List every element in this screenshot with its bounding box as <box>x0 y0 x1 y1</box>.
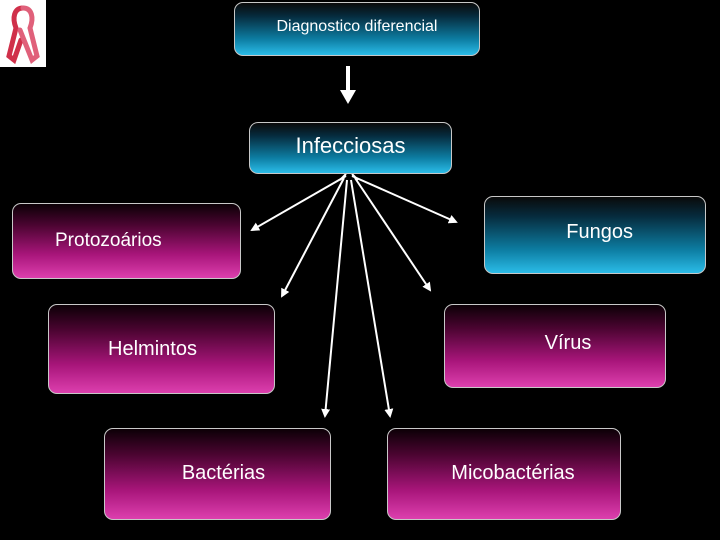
virus-box: Vírus <box>444 304 666 388</box>
diagnostico-title: Diagnostico diferencial <box>276 18 438 35</box>
micobacterias-box: Micobactérias <box>387 428 621 520</box>
micobacterias-label: Micobactérias <box>451 461 575 484</box>
infecciosas-box: Infecciosas <box>249 122 452 174</box>
virus-label: Vírus <box>544 331 592 354</box>
protozoarios-box: Protozoários <box>12 203 241 279</box>
diagnostico-title-box: Diagnostico diferencial <box>234 2 480 56</box>
bacterias-box: Bactérias <box>104 428 331 520</box>
arrow-to-bacterias <box>321 179 348 418</box>
infecciosas-label: Infecciosas <box>295 133 406 158</box>
protozoarios-label: Protozoários <box>55 230 162 251</box>
arrow-to-protozoarios <box>250 175 347 231</box>
arrow-to-fungos <box>351 175 458 224</box>
fungos-box: Fungos <box>484 196 706 274</box>
arrow-to-micobacterias <box>350 179 394 418</box>
fungos-label: Fungos <box>566 220 633 243</box>
main-down-arrow <box>340 66 356 104</box>
helmintos-label: Helmintos <box>108 337 197 360</box>
awareness-ribbon-icon <box>0 0 46 67</box>
arrow-to-helmintos <box>281 177 345 298</box>
helmintos-box: Helmintos <box>48 304 275 394</box>
bacterias-label: Bactérias <box>181 461 266 484</box>
arrow-to-virus <box>354 177 432 292</box>
